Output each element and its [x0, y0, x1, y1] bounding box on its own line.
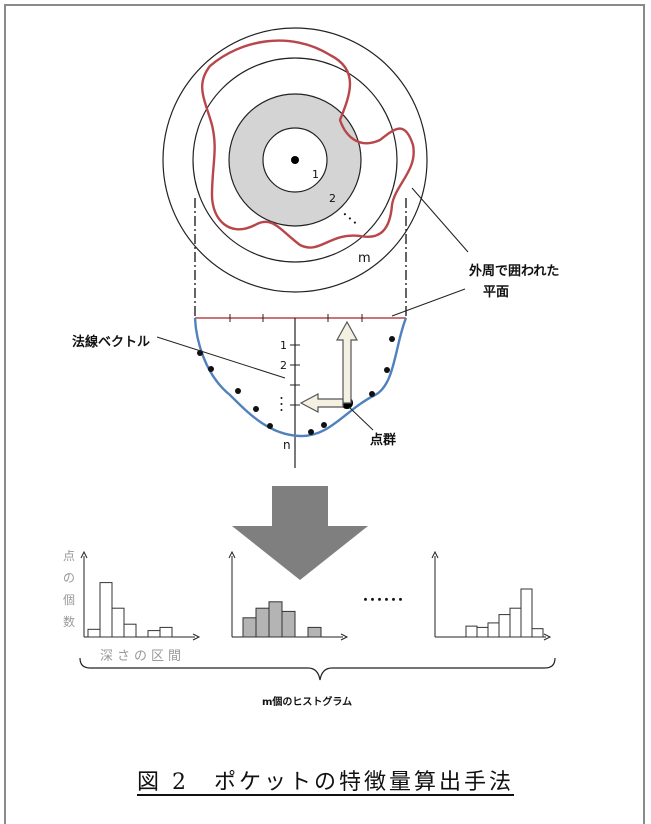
ring-label-1: 1	[312, 168, 319, 181]
ring-label-m: m	[358, 251, 371, 266]
point-cloud-label: 点群	[370, 432, 396, 448]
y-label-4: 数	[63, 614, 75, 629]
figure-frame	[4, 4, 645, 824]
histograms: 点 の 個 数 ･･････ 深さの区間 m個のヒストグラム	[63, 549, 556, 708]
histogram-bar	[307, 626, 322, 638]
ring-label-2: 2	[329, 192, 336, 205]
histogram-bar	[159, 626, 173, 638]
group-brace	[79, 657, 556, 681]
histogram-bar	[268, 601, 283, 638]
point-cloud	[197, 336, 395, 435]
histogram-bar	[99, 582, 113, 638]
histogram-bar	[242, 617, 257, 638]
depth-label-2: 2	[280, 359, 287, 372]
figure-caption: 図 2 ポケットの特徴量算出手法	[0, 764, 651, 796]
pocket-profile-curve	[193, 317, 408, 438]
y-label-3: 個	[63, 593, 75, 607]
normal-arrow-up	[335, 320, 359, 404]
cross-section: 1 2 ･･･ n 法線ベクトル 点群	[72, 314, 408, 468]
plane-ticks	[229, 314, 363, 322]
histogram-3	[465, 588, 544, 638]
histogram-bar	[255, 607, 270, 638]
depth-dots: ･･･	[274, 395, 288, 413]
histogram-bar	[87, 628, 101, 638]
plane-leader	[391, 288, 466, 317]
histogram-1	[87, 582, 173, 638]
x-axis-label: 深さの区間	[100, 649, 185, 664]
histogram-bar	[509, 607, 522, 638]
histogram-bar	[147, 630, 161, 638]
down-arrow	[232, 486, 368, 580]
y-label-2: の	[63, 571, 75, 585]
normal-arrow-left	[299, 393, 344, 413]
top-view: 1 2 ･･･ m	[162, 27, 428, 293]
depth-label-1: 1	[280, 339, 287, 352]
histogram-bar	[111, 607, 125, 638]
hist-axes	[83, 556, 546, 638]
histogram-2	[242, 601, 322, 638]
y-label-1: 点	[63, 549, 75, 563]
histogram-ellipsis: ･･････	[362, 593, 404, 609]
group-label: m個のヒストグラム	[262, 695, 352, 708]
depth-label-n: n	[283, 438, 291, 452]
plane-label-line2: 平面	[483, 285, 509, 300]
pocket-contour	[201, 39, 415, 249]
histogram-bar	[531, 628, 544, 638]
caption-text: 図 2 ポケットの特徴量算出手法	[137, 770, 514, 795]
histogram-bar	[281, 610, 296, 638]
histogram-bar	[520, 588, 533, 638]
contour-leader	[411, 187, 469, 253]
plane-label-line1: 外周で囲われた	[468, 263, 559, 279]
normal-vector-label: 法線ベクトル	[72, 334, 150, 350]
histogram-bar	[123, 623, 137, 638]
histogram-bar	[476, 626, 489, 638]
histogram-bar	[465, 625, 478, 638]
histogram-bar	[498, 614, 511, 638]
histogram-bar	[487, 622, 500, 638]
point-cloud-leader	[348, 406, 374, 431]
center-point	[291, 156, 299, 164]
normal-leader	[156, 336, 286, 379]
depth-ticks	[290, 344, 300, 406]
